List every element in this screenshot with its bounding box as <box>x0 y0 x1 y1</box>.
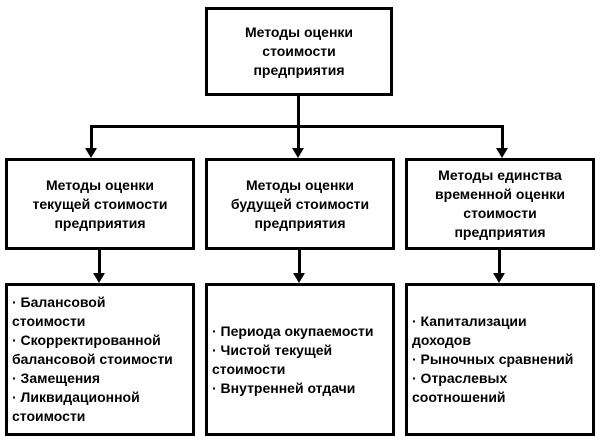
connector-leaf-stem <box>498 250 501 273</box>
connector-right-stem <box>501 125 504 148</box>
arrow-down-icon <box>496 148 508 158</box>
connector-root-stem <box>297 96 300 148</box>
leaf-box-current-value-methods: · Балансовой стоимости · Скорректированн… <box>5 283 195 436</box>
branch-box-label: Методы оценки текущей стоимости предприя… <box>32 176 168 231</box>
list-item: · Рыночных сравнений <box>412 351 574 367</box>
branch-box-label: Методы единства временной оценки стоимос… <box>435 167 565 240</box>
root-box-label: Методы оценки стоимости предприятия <box>244 24 354 78</box>
arrow-down-icon <box>293 273 305 283</box>
list-item: · Балансовой стоимости <box>12 294 106 329</box>
arrow-down-icon <box>493 273 505 283</box>
connector-leaf-stem <box>298 250 301 273</box>
list-item: · Скорректированной балансовой стоимости <box>12 332 173 367</box>
connector-leaf-stem <box>98 250 101 273</box>
list-item: · Отраслевых соотношений <box>412 370 508 405</box>
list-item: · Чистой текущей стоимости <box>212 341 333 377</box>
connector-left-stem <box>90 125 93 148</box>
list-item: · Внутренней отдачи <box>212 379 356 396</box>
list-item: · Периода окупаемости <box>212 322 374 339</box>
list-item: · Замещения <box>12 370 101 386</box>
leaf-box-future-value-methods: · Периода окупаемости · Чистой текущей с… <box>205 283 395 436</box>
arrow-down-icon <box>93 273 105 283</box>
branch-box-current-value: Методы оценки текущей стоимости предприя… <box>5 158 195 250</box>
branch-box-future-value: Методы оценки будущей стоимости предприя… <box>205 158 395 250</box>
branch-box-label: Методы оценки будущей стоимости предприя… <box>230 176 370 231</box>
arrow-down-icon <box>85 148 97 158</box>
list-item: · Ликвидационной стоимости <box>12 389 140 424</box>
list-item: · Капитализации доходов <box>412 313 527 348</box>
arrow-down-icon <box>292 148 304 158</box>
branch-box-time-unity: Методы единства временной оценки стоимос… <box>405 158 595 250</box>
leaf-box-time-unity-methods: · Капитализации доходов · Рыночных сравн… <box>405 283 595 436</box>
connector-horizontal-line <box>90 125 504 128</box>
root-box: Методы оценки стоимости предприятия <box>205 7 393 96</box>
